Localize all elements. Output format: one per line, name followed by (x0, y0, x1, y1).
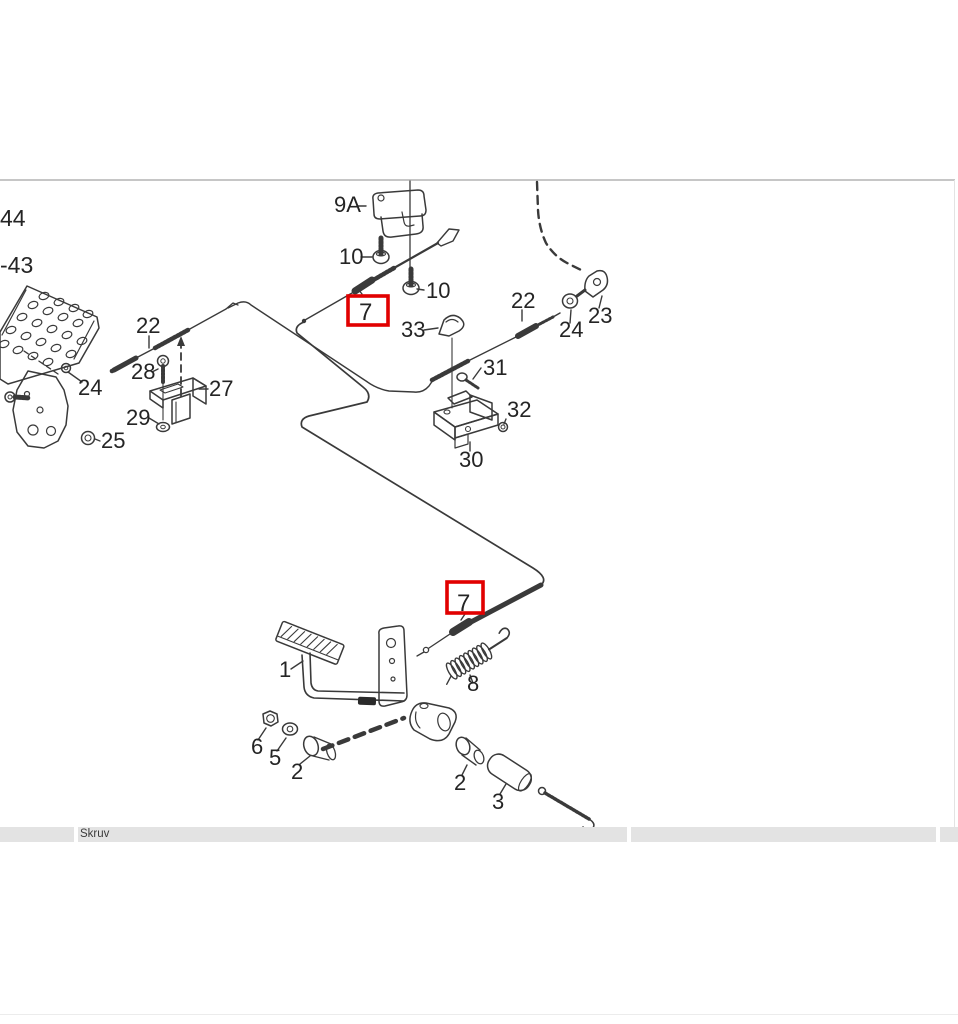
parts-lower-right (455, 736, 595, 831)
part-label-8: 8 (467, 671, 479, 696)
bracket-9a (372, 189, 427, 238)
parts-table-row[interactable]: Skruv (0, 827, 958, 842)
part-label-2-left: 2 (291, 759, 303, 784)
bracket-30 (433, 390, 499, 449)
washer-29 (155, 421, 171, 433)
part-label-31: 31 (483, 355, 507, 380)
highlight-boxes (346, 294, 485, 615)
pedal-assembly (275, 620, 457, 752)
part-label-7-top: 7 (359, 299, 372, 326)
part-label-3: 3 (492, 789, 504, 814)
part-label-5: 5 (269, 745, 281, 770)
part-name-text: Skruv (80, 828, 110, 840)
bushing-2-right (455, 736, 485, 766)
spacer-3 (486, 753, 533, 792)
highlight-box-part7-top[interactable] (346, 294, 390, 327)
bracket-27 (149, 377, 207, 425)
screw-28 (156, 354, 170, 385)
part-label-10-first: 10 (339, 244, 363, 269)
part-label-22-left: 22 (136, 313, 160, 338)
bolt-10-first (372, 235, 390, 265)
dashed-routing-line (535, 180, 585, 273)
pedal-bracket-plate (378, 625, 408, 707)
nut-24-right (561, 288, 587, 309)
part-label-7-bottom: 7 (457, 590, 470, 617)
bushing-2-left (302, 735, 337, 761)
part-label-25: 25 (101, 428, 125, 453)
pedal-pad (275, 620, 345, 665)
part-label-23: 23 (588, 303, 612, 328)
main-cable-run (227, 301, 545, 657)
part-label-1: 1 (279, 657, 291, 682)
part-label-9a: 9A (334, 192, 361, 217)
nut-25 (80, 430, 101, 446)
pedal-plate-bracket (4, 350, 101, 449)
part-label-33: 33 (401, 317, 425, 342)
return-spring-8 (445, 627, 511, 685)
screw-31 (456, 372, 480, 390)
part-label-29: 29 (126, 405, 150, 430)
bolt-10-second (402, 266, 420, 296)
pedal-plate (0, 285, 100, 385)
part-label-43: -43 (0, 252, 33, 278)
bracket-9a-group (372, 180, 427, 296)
parts-row-cell-name: Skruv (78, 827, 627, 842)
long-screw (537, 786, 595, 831)
part-label-27: 27 (209, 376, 233, 401)
part-label-10-second: 10 (426, 278, 450, 303)
washer-5 (281, 722, 299, 736)
parts-row-cell-extra (631, 827, 936, 842)
cable-22-left (109, 302, 239, 374)
pivot-axis-dashed (320, 715, 407, 752)
part-labels: 44 -43 22 24 28 27 29 25 9A 10 10 7 33 2… (0, 192, 612, 814)
pedal-stop-pad (357, 696, 377, 706)
bracket-30-group (433, 372, 509, 449)
part-label-6: 6 (251, 734, 263, 759)
part-label-24-left: 24 (78, 375, 102, 400)
parts-row-cell-end (940, 827, 958, 842)
nut-6 (262, 710, 279, 727)
pivot-housing (409, 702, 457, 742)
bracket-27-group (149, 354, 207, 433)
fasteners-left (262, 710, 337, 761)
page-bottom-border (0, 1014, 958, 1015)
dashed-arrow (177, 336, 185, 397)
part-label-44: 44 (0, 205, 26, 231)
part-label-32: 32 (507, 397, 531, 422)
diagram-top-border (0, 179, 955, 181)
part-label-22-right: 22 (511, 288, 535, 313)
elbow-connector-23 (584, 269, 609, 298)
highlight-box-part7-bottom[interactable] (445, 580, 485, 615)
diagram-right-border (954, 180, 955, 827)
cable-22-right (429, 180, 609, 383)
ring-24 (60, 362, 72, 374)
part-label-24-right: 24 (559, 317, 583, 342)
part-label-28: 28 (131, 359, 155, 384)
part-label-2-right: 2 (454, 770, 466, 795)
part-label-30: 30 (459, 447, 483, 472)
leader-lines (67, 205, 603, 795)
parts-row-cell-number (0, 827, 74, 842)
nut-32 (497, 421, 509, 433)
